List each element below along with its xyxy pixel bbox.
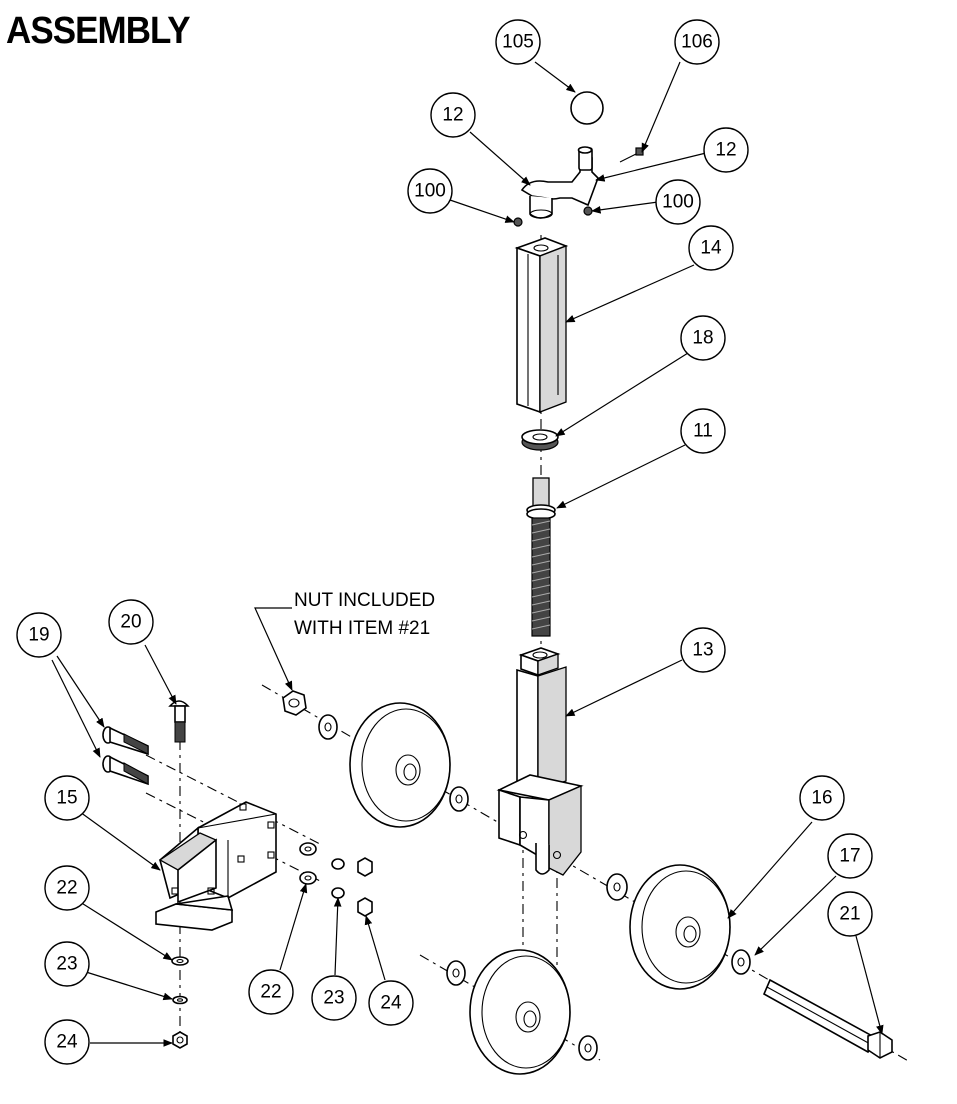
- svg-text:13: 13: [692, 640, 713, 661]
- svg-text:12: 12: [442, 105, 463, 126]
- outer-tube-part: [514, 237, 569, 414]
- callout-100-left: 100: [407, 168, 453, 214]
- set-screws-part: [513, 206, 593, 227]
- handle-crank-part: [520, 146, 599, 219]
- callout-22-right: 22: [248, 969, 294, 1015]
- callout-24-left: 24: [44, 1019, 90, 1065]
- callout-21: 21: [827, 891, 873, 937]
- callout-13: 13: [680, 627, 726, 673]
- axle-nut-part: [282, 690, 338, 740]
- axle-bolt-part: [762, 978, 893, 1059]
- callout-12-right: 12: [703, 127, 749, 173]
- callout-18: 18: [680, 315, 726, 361]
- bracket-hardware-right: [299, 842, 373, 917]
- svg-text:100: 100: [662, 192, 694, 213]
- wheel-upper-left: [349, 702, 469, 828]
- wheel-right: [606, 864, 751, 990]
- note-line-1: NUT INCLUDED: [294, 590, 435, 611]
- callout-20: 20: [108, 599, 154, 645]
- svg-text:23: 23: [56, 954, 77, 975]
- svg-text:15: 15: [56, 788, 77, 809]
- svg-text:23: 23: [323, 988, 344, 1009]
- note-line-2: WITH ITEM #21: [294, 618, 430, 639]
- svg-text:21: 21: [839, 904, 860, 925]
- svg-text:22: 22: [56, 878, 77, 899]
- callout-14: 14: [688, 225, 734, 271]
- leader-lines: [51, 61, 884, 1047]
- svg-text:19: 19: [28, 625, 49, 646]
- callout-24-right: 24: [368, 980, 414, 1026]
- bracket-hardware-left: [171, 956, 189, 1049]
- pin-part: [619, 147, 644, 163]
- svg-text:100: 100: [414, 181, 446, 202]
- svg-text:11: 11: [693, 421, 713, 442]
- callout-11: 11: [680, 408, 726, 454]
- svg-text:14: 14: [700, 238, 722, 259]
- svg-text:105: 105: [502, 32, 534, 53]
- svg-text:20: 20: [120, 612, 141, 633]
- svg-text:17: 17: [839, 846, 860, 867]
- callout-22-left: 22: [44, 865, 90, 911]
- svg-text:24: 24: [56, 1032, 78, 1053]
- svg-text:22: 22: [260, 982, 281, 1003]
- bearing-part: [521, 429, 559, 451]
- mounting-bracket-part: [155, 801, 277, 931]
- svg-text:24: 24: [380, 993, 402, 1014]
- callout-12-left: 12: [430, 92, 476, 138]
- callout-23-right: 23: [311, 975, 357, 1021]
- lead-screw-part: [526, 477, 556, 637]
- svg-text:12: 12: [715, 140, 736, 161]
- svg-text:106: 106: [681, 32, 713, 53]
- carriage-bolt-part: [168, 700, 190, 743]
- svg-text:16: 16: [811, 788, 832, 809]
- ball-knob-part: [570, 91, 604, 125]
- callout-16: 16: [799, 775, 845, 821]
- bolts-part: [102, 726, 149, 786]
- callout-23-left: 23: [44, 941, 90, 987]
- callout-105: 105: [495, 19, 541, 65]
- callout-19: 19: [16, 612, 62, 658]
- inner-tube-fork-part: [496, 647, 584, 876]
- callout-15: 15: [44, 775, 90, 821]
- callout-100-right: 100: [655, 179, 701, 225]
- svg-text:18: 18: [692, 328, 713, 349]
- page-title: ASSEMBLY: [6, 10, 191, 52]
- callout-17: 17: [827, 833, 873, 879]
- wheel-lower: [446, 949, 598, 1075]
- callout-106: 106: [674, 19, 720, 65]
